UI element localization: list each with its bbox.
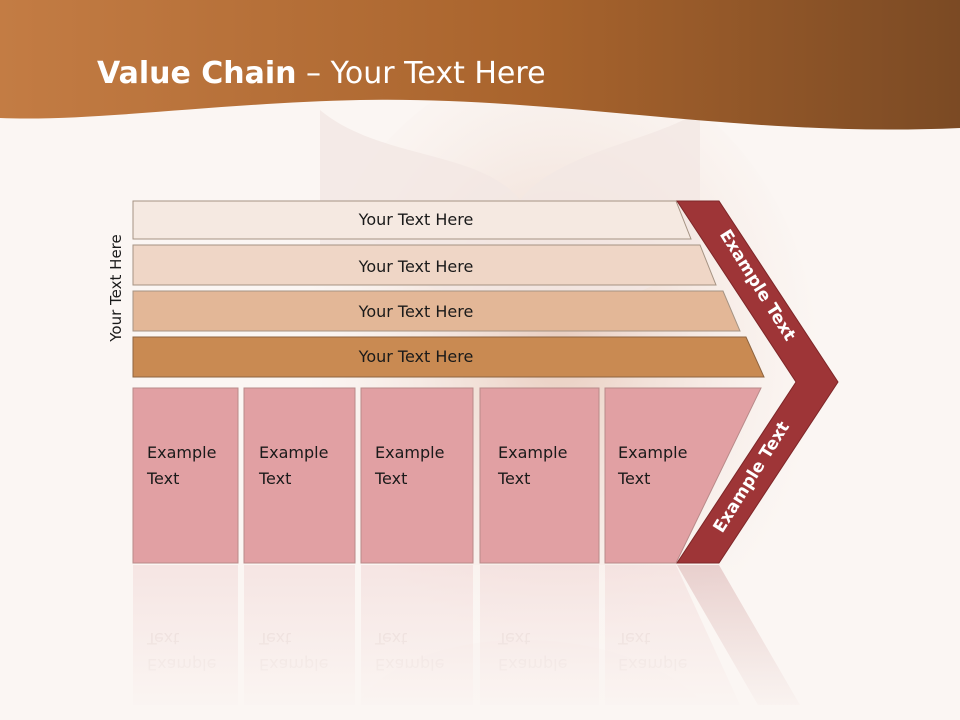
box-0: Example Text: [132, 387, 239, 564]
box-4-shape: [604, 387, 762, 564]
box-0-line2: Text: [146, 469, 179, 488]
band-3: Your Text Here: [132, 336, 765, 378]
box-3-shape: [479, 387, 600, 564]
band-0-shape: [132, 200, 692, 240]
band-2: Your Text Here: [132, 290, 741, 332]
box-2-shape: [360, 387, 474, 564]
box-2: Example Text: [360, 387, 474, 564]
box-3-line1: Example: [498, 443, 567, 462]
box-0-line1: Example: [147, 443, 216, 462]
box-1-line1: Example: [259, 443, 328, 462]
band-3-label: Your Text Here: [358, 347, 474, 366]
box-2-line2: Text: [374, 469, 407, 488]
band-1-shape: [132, 244, 717, 286]
box-4-line2: Text: [617, 469, 650, 488]
box-1-shape: [243, 387, 356, 564]
reflection-fade: [0, 565, 960, 720]
chevron-arrow: [676, 200, 839, 564]
band-3-shape: [132, 336, 765, 378]
box-3: Example Text: [479, 387, 600, 564]
box-2-line1: Example: [375, 443, 444, 462]
box-0-shape: [132, 387, 239, 564]
slide-title: Value Chain – Your Text Here: [97, 56, 546, 92]
band-0-label: Your Text Here: [358, 210, 474, 229]
band-2-shape: [132, 290, 741, 332]
band-1: Your Text Here: [132, 244, 717, 286]
band-0: Your Text Here: [132, 200, 692, 240]
box-4-line1: Example: [618, 443, 687, 462]
box-3-line2: Text: [497, 469, 530, 488]
box-1: Example Text: [243, 387, 356, 564]
header-band: [0, 0, 960, 130]
band-2-label: Your Text Here: [358, 302, 474, 321]
title-bold: Value Chain: [97, 56, 297, 91]
band-1-label: Your Text Here: [358, 257, 474, 276]
box-1-line2: Text: [258, 469, 291, 488]
title-rest: – Your Text Here: [296, 56, 546, 91]
box-4: Example Text: [604, 387, 762, 564]
